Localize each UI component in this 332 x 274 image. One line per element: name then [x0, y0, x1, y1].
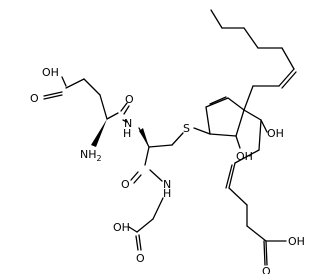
glu-alpha-wedge	[91, 119, 107, 147]
cys-amide-o-label: O	[121, 178, 130, 191]
glu-nh2-sub: 2	[97, 154, 102, 163]
gly-nh-label: N	[163, 178, 171, 191]
terminal-acid-oh-label: OH	[288, 235, 305, 248]
glu-acid-oh-label: OH	[42, 66, 59, 79]
cys-nh-h-label: H	[123, 127, 131, 140]
stereo-wedges	[91, 119, 149, 147]
glu-nh2-main: NH	[80, 148, 97, 161]
gly-acid-o-label: O	[136, 252, 145, 265]
cys-nh-label: N	[124, 117, 132, 130]
atom-labels: OH O O NH2 N H O N H OH O S OH OH O OH	[30, 66, 305, 274]
cys-alpha-wedge	[139, 128, 149, 147]
gly-nh-h-label: H	[163, 187, 171, 200]
terminal-acid-o-label: O	[262, 265, 271, 274]
ring-oh-label: OH	[236, 150, 253, 163]
glu-amide-o-label: O	[125, 93, 134, 106]
gly-acid-oh-label: OH	[113, 221, 130, 234]
glu-nh2-label: NH2	[80, 148, 102, 163]
thioether-s-label: S	[183, 122, 190, 135]
glu-acid-o-label: O	[30, 92, 39, 105]
bond-skeleton	[43, 9, 297, 266]
side-oh-label: OH	[267, 127, 284, 140]
